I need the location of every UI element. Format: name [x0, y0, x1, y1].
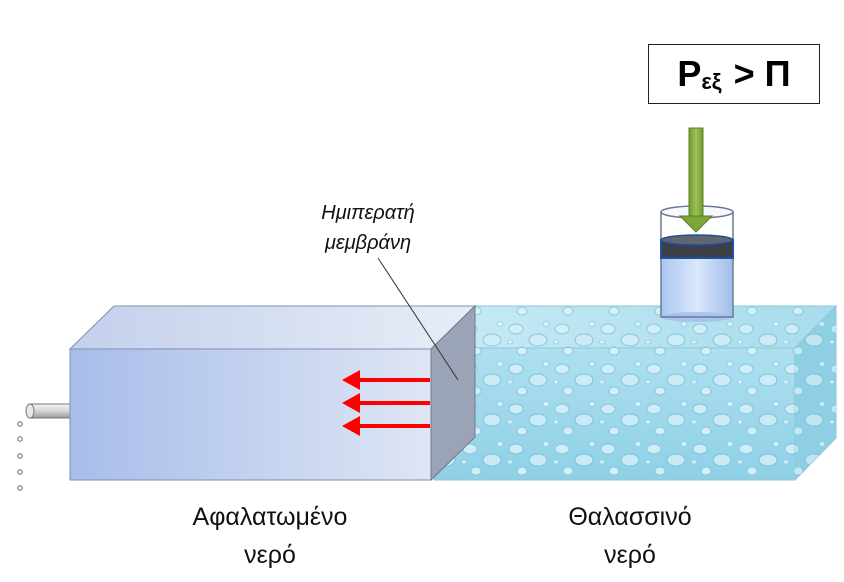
membrane-label-line2: μεμβράνη	[324, 232, 412, 254]
membrane-face	[430, 304, 476, 482]
pressure-subscript: εξ	[701, 69, 722, 94]
seawater-tank	[432, 304, 838, 482]
water-drops	[17, 421, 23, 491]
desalinated-label-line1: Αφαλατωμένο	[192, 503, 348, 531]
desalinated-front-face	[69, 348, 432, 481]
flow-arrow	[342, 370, 430, 390]
membrane-pointer-line	[377, 257, 459, 381]
osmotic-pressure-symbol: Π	[764, 53, 791, 94]
flow-arrows	[342, 370, 430, 436]
desalinated-water-label: Αφαλατωμένο νερό	[160, 498, 380, 574]
seawater-label: Θαλασσινό νερό	[525, 498, 735, 574]
pressure-arrow	[678, 127, 714, 233]
desalinated-tank	[68, 304, 477, 482]
outlet-pipe	[25, 403, 73, 419]
membrane-label: Ημιπερατή μεμβράνη	[288, 198, 448, 258]
seawater-label-line1: Θαλασσινό	[568, 503, 692, 531]
cylinder-water	[661, 255, 733, 317]
pressure-symbol: P	[677, 53, 702, 94]
flow-arrow	[342, 416, 430, 436]
flow-arrow	[342, 393, 430, 413]
comparison-operator: >	[733, 53, 755, 94]
seawater-label-line2: νερό	[604, 541, 656, 569]
membrane-label-line1: Ημιπερατή	[321, 202, 415, 224]
desalinated-label-line2: νερό	[244, 541, 296, 569]
